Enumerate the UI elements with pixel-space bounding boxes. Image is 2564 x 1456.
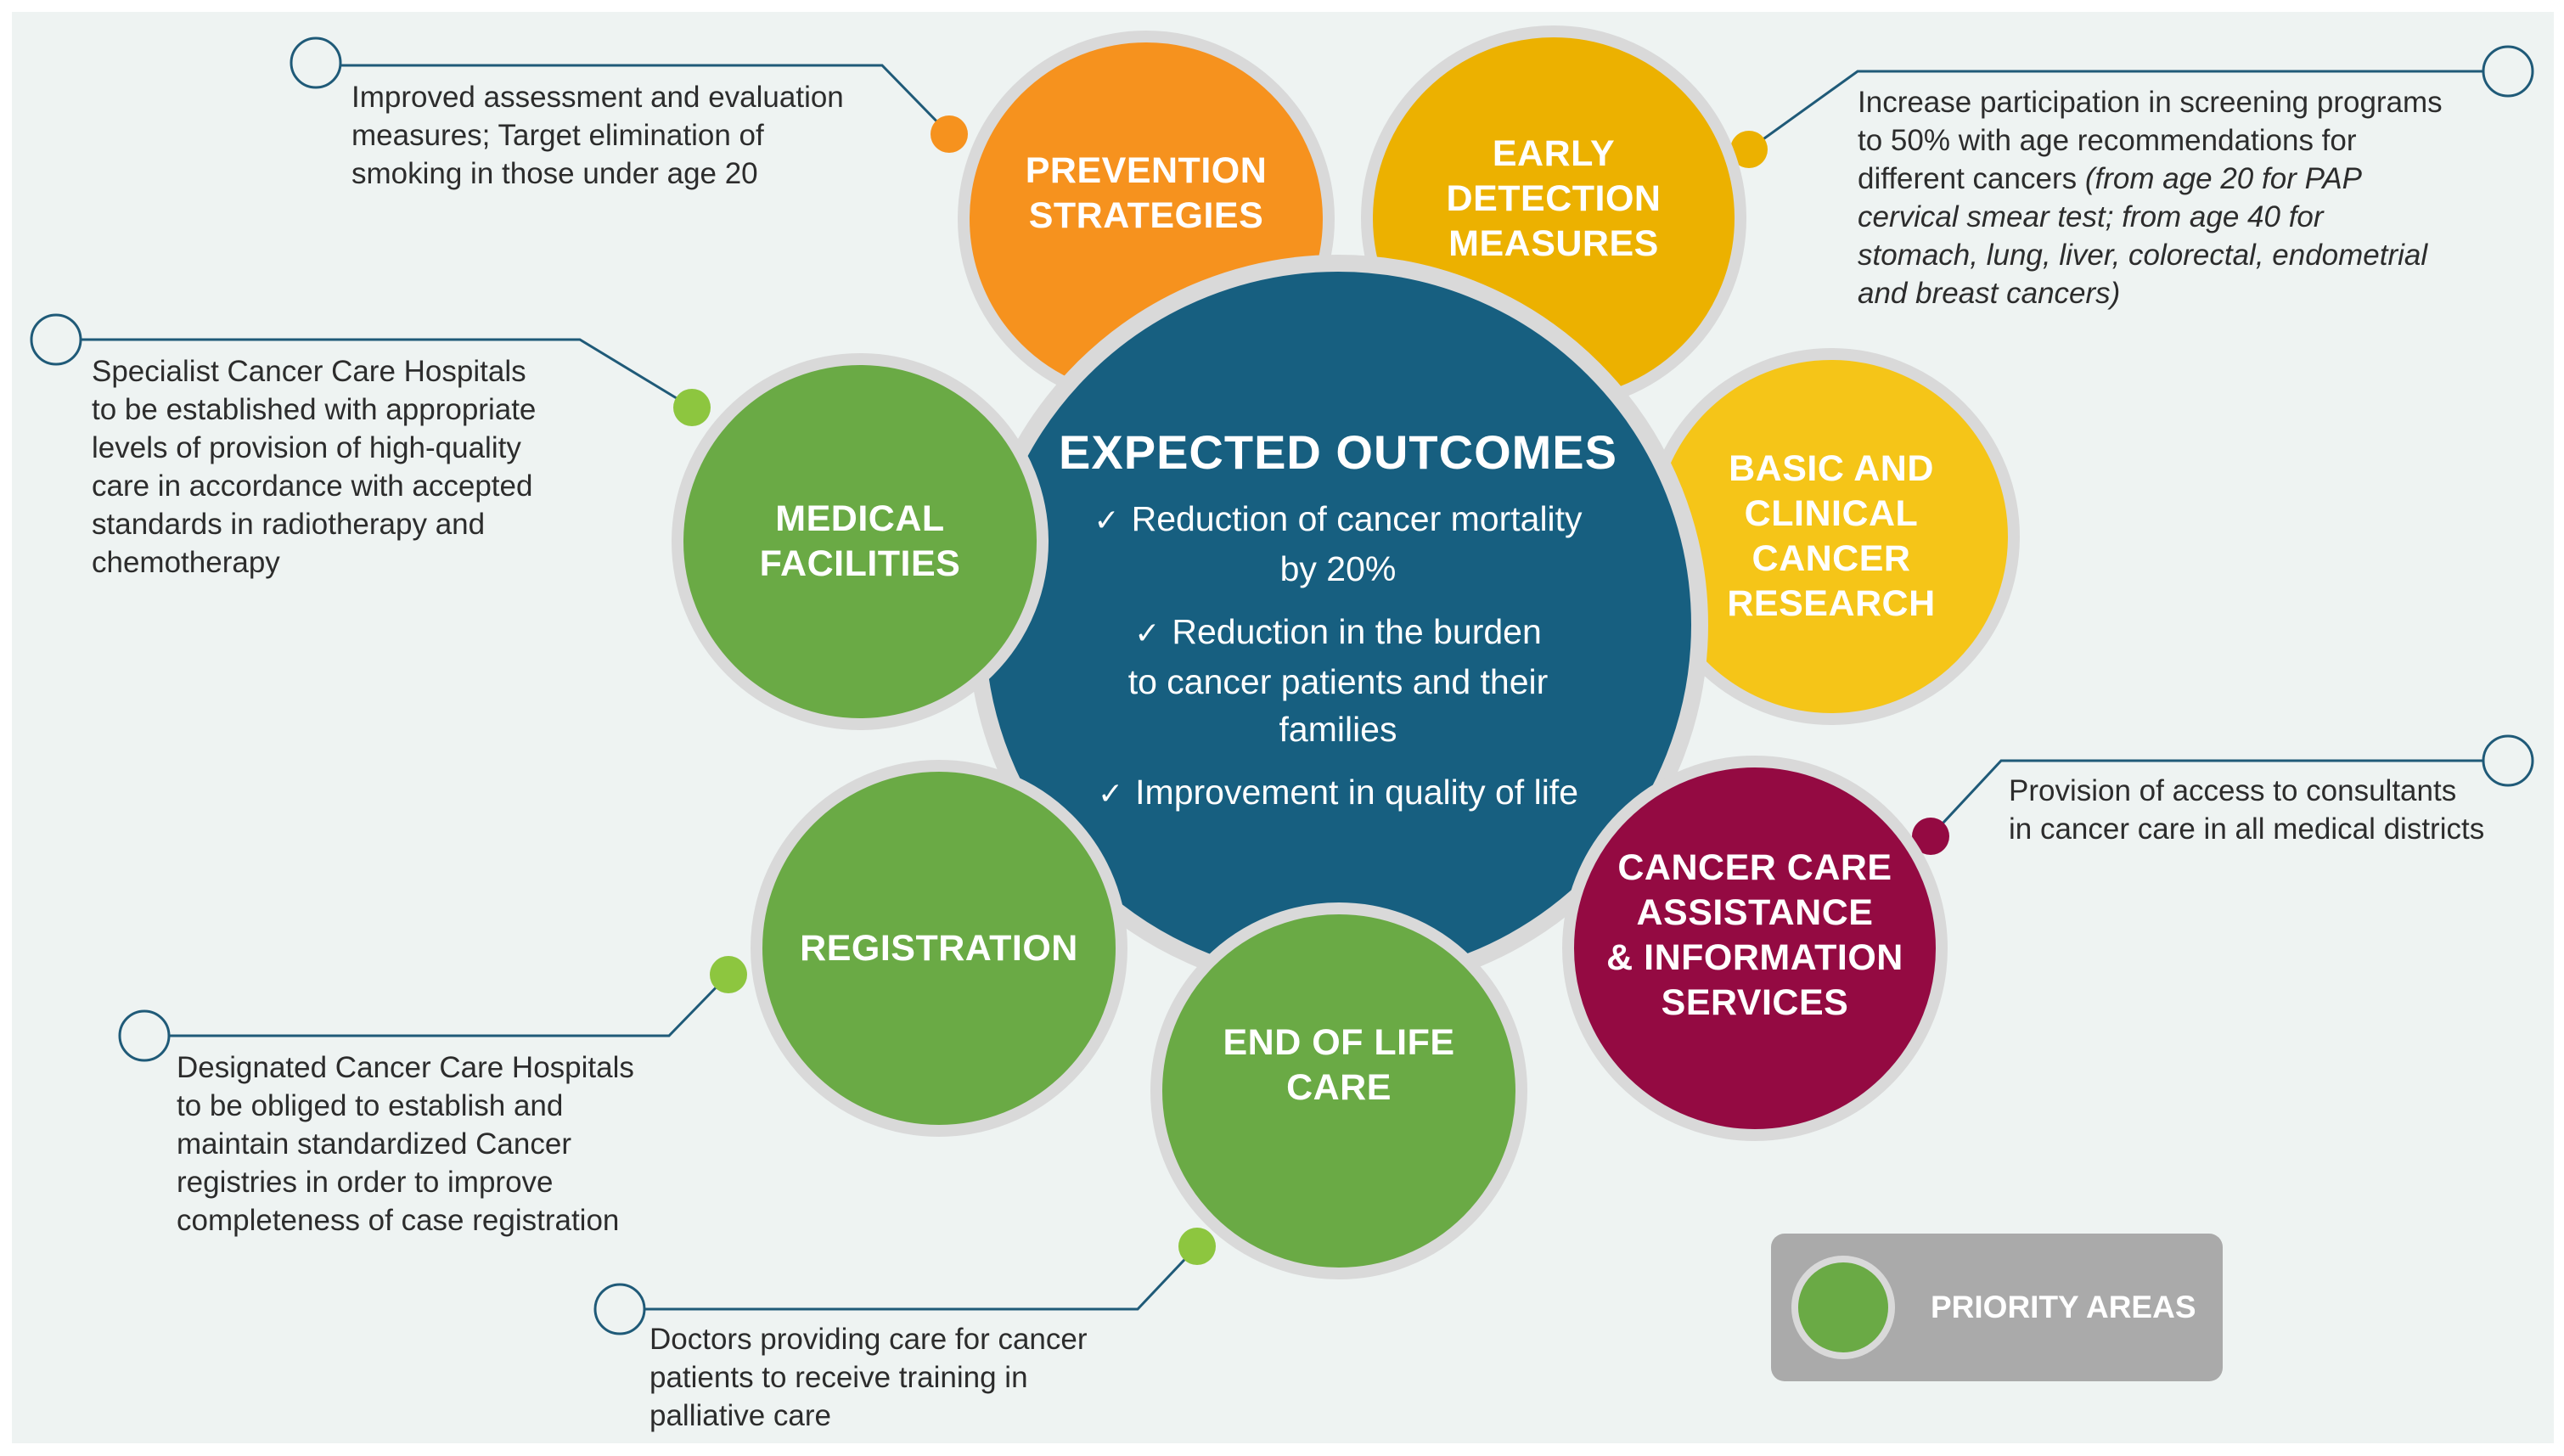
prevention-note: Improved assessment and evaluation measu…: [351, 81, 844, 190]
early-detection-marker-ring: [2482, 45, 2534, 98]
cancer-care-connector: [1929, 759, 2483, 838]
checkmark-icon: ✓: [1097, 777, 1124, 812]
medical-marker-ring: [30, 313, 82, 366]
early-detection-note-italic: (from age 20 for PAP cervical smear test…: [1858, 162, 2428, 310]
prevention-title: PREVENTION STRATEGIES: [1025, 150, 1268, 236]
early-detection-note: Increase participation in screening prog…: [1858, 83, 2443, 312]
medical-facilities-note: Specialist Cancer Care Hospitals to be e…: [92, 355, 537, 579]
medical-facilities-circle: MEDICAL FACILITIES: [672, 353, 1049, 730]
cancer-care-marker-dot: [1912, 818, 1949, 855]
research-title: BASIC AND CLINICAL CANCER RESEARCH: [1727, 448, 1936, 624]
registration-connector: [169, 973, 730, 1037]
medical-marker-dot: [673, 389, 711, 426]
prevention-connector: [340, 64, 951, 136]
prevention-marker-ring: [290, 37, 342, 89]
outcome-text: Improvement in quality of life: [1135, 773, 1579, 812]
legend-label: PRIORITY AREAS: [1931, 1290, 2196, 1324]
early-detection-marker-dot: [1730, 131, 1768, 168]
registration-title: REGISTRATION: [800, 927, 1078, 969]
outcome-text: Reduction in the burden to cancer patien…: [1127, 612, 1549, 749]
expected-outcomes-title: EXPECTED OUTCOMES: [1059, 425, 1617, 479]
end-of-life-circle: END OF LIFE CARE: [1150, 902, 1527, 1279]
early-detection-title: EARLY DETECTION MEASURES: [1446, 133, 1662, 264]
end-of-life-title: END OF LIFE CARE: [1223, 1022, 1455, 1108]
outcome-item: ✓ Improvement in quality of life: [1041, 768, 1635, 818]
early-detection-note-text: Increase participation in screening prog…: [1858, 86, 2443, 195]
outcome-item: ✓ Reduction of cancer mortality by 20%: [1041, 495, 1635, 593]
outcome-item: ✓Reduction in the burden to cancer patie…: [1041, 608, 1635, 753]
green-circle-icon: [1791, 1256, 1895, 1359]
medical-connector: [81, 338, 693, 409]
registration-note: Designated Cancer Care Hospitals to be o…: [177, 1051, 634, 1237]
registration-marker-ring: [118, 1009, 171, 1062]
end-of-life-marker-dot: [1178, 1228, 1216, 1265]
end-of-life-connector: [644, 1245, 1199, 1311]
checkmark-icon: ✓: [1134, 616, 1161, 651]
early-detection-connector: [1748, 70, 2483, 151]
outcome-text: Reduction of cancer mortality by 20%: [1131, 499, 1583, 588]
end-of-life-marker-ring: [593, 1283, 646, 1335]
end-of-life-note: Doctors providing care for cancer patien…: [649, 1323, 1088, 1432]
checkmark-icon: ✓: [1094, 503, 1120, 538]
cancer-care-circle: CANCER CARE ASSISTANCE & INFORMATION SER…: [1562, 756, 1948, 1141]
cancer-care-marker-ring: [2482, 734, 2534, 787]
prevention-marker-dot: [931, 115, 968, 153]
registration-circle: REGISTRATION: [751, 760, 1127, 1137]
registration-marker-dot: [710, 956, 747, 993]
cancer-care-note: Provision of access to consultants in ca…: [2009, 774, 2485, 846]
medical-facilities-title: MEDICAL FACILITIES: [759, 498, 961, 584]
cancer-care-title: CANCER CARE ASSISTANCE & INFORMATION SER…: [1606, 847, 1903, 1023]
legend: PRIORITY AREAS: [1771, 1234, 2223, 1381]
